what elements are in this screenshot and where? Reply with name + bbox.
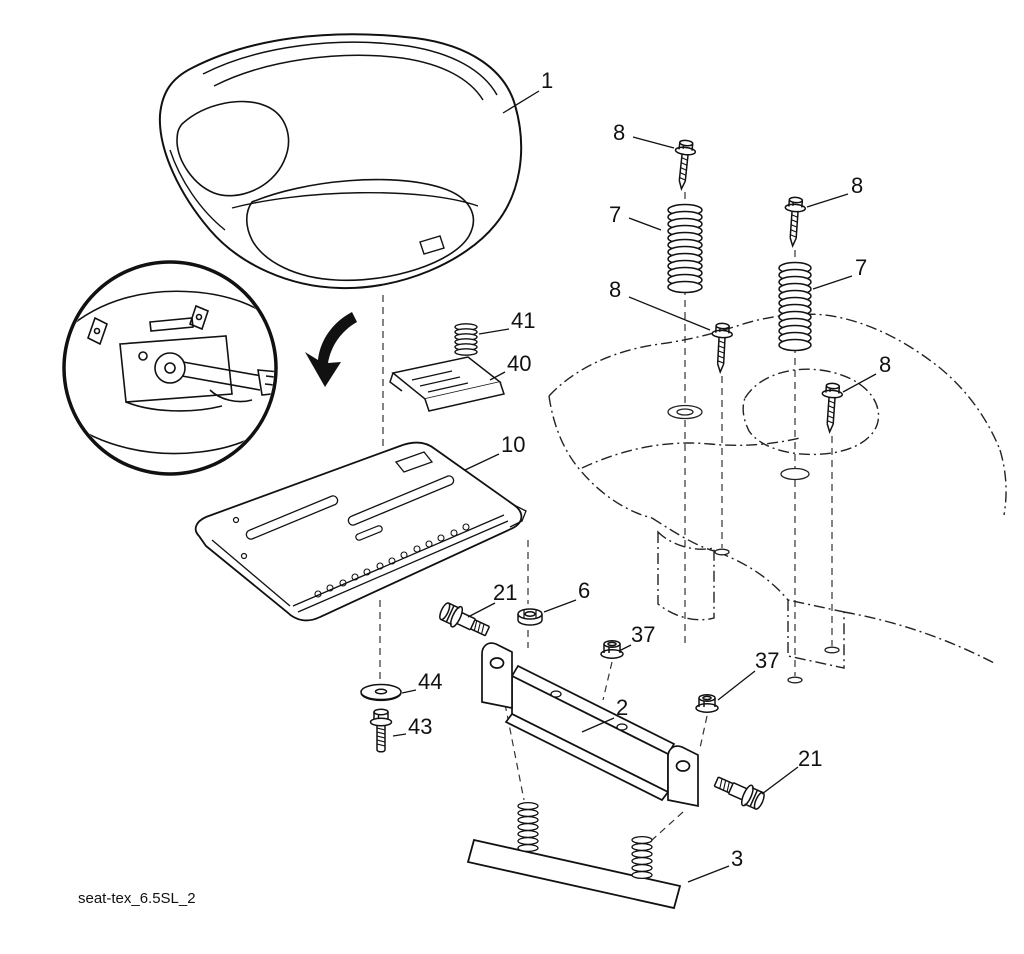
part-label-43: 43 [408,714,432,739]
washer-44 [360,683,402,702]
part-label-40: 40 [507,351,531,376]
plate-stud-right [631,835,653,880]
screw-8-mid-right [818,381,844,434]
chassis-phantom-outline [548,313,1007,669]
part-label-2: 2 [616,695,628,720]
screw-8-mid-left [709,322,734,374]
part-label-8a: 8 [613,120,625,145]
leader-lines [392,90,877,883]
part-label-7a: 7 [609,202,621,227]
part-label-44: 44 [418,669,442,694]
bracket-2 [481,642,699,808]
part-label-37a: 37 [631,622,655,647]
part-label-6: 6 [578,578,590,603]
part-label-8d: 8 [879,352,891,377]
shoulder-bolt-21-left [436,599,493,642]
part-label-7b: 7 [855,255,867,280]
part-label-41: 41 [511,308,535,333]
pan-hole-row [314,523,470,598]
adjuster-clip-40 [389,356,505,412]
bolt-43 [369,708,393,753]
part-labels: 1 8 7 8 7 8 8 41 40 10 21 6 37 37 2 44 4… [408,68,891,871]
base-plate-3 [466,801,682,910]
part-label-1: 1 [541,68,553,93]
seat-1 [158,33,523,290]
nut-6 [517,608,543,626]
seat-spring-right-7 [778,261,812,352]
flange-locknut-37-left [600,640,624,659]
seat-spring-left-7 [667,203,703,294]
part-label-37b: 37 [755,648,779,673]
screw-8-top-right [781,195,807,248]
adjuster-spring-41 [454,323,478,356]
chassis-mount-holes [667,404,840,684]
seat-pan-10 [194,441,527,622]
alignment-dashed-lines [379,192,833,841]
part-label-3: 3 [731,846,743,871]
latch-detail-inset [62,260,357,476]
part-label-8c: 8 [609,277,621,302]
diagram-caption: seat-tex_6.5SL_2 [78,890,196,907]
plate-stud-left [517,801,539,853]
part-label-21a: 21 [493,580,517,605]
shoulder-bolt-21-right [711,770,768,813]
part-label-21b: 21 [798,746,822,771]
rotate-arrow-icon [305,312,357,387]
part-label-8b: 8 [851,173,863,198]
flange-locknut-37-right [695,694,719,713]
part-label-10: 10 [501,432,525,457]
screw-8-top-left [670,138,698,191]
